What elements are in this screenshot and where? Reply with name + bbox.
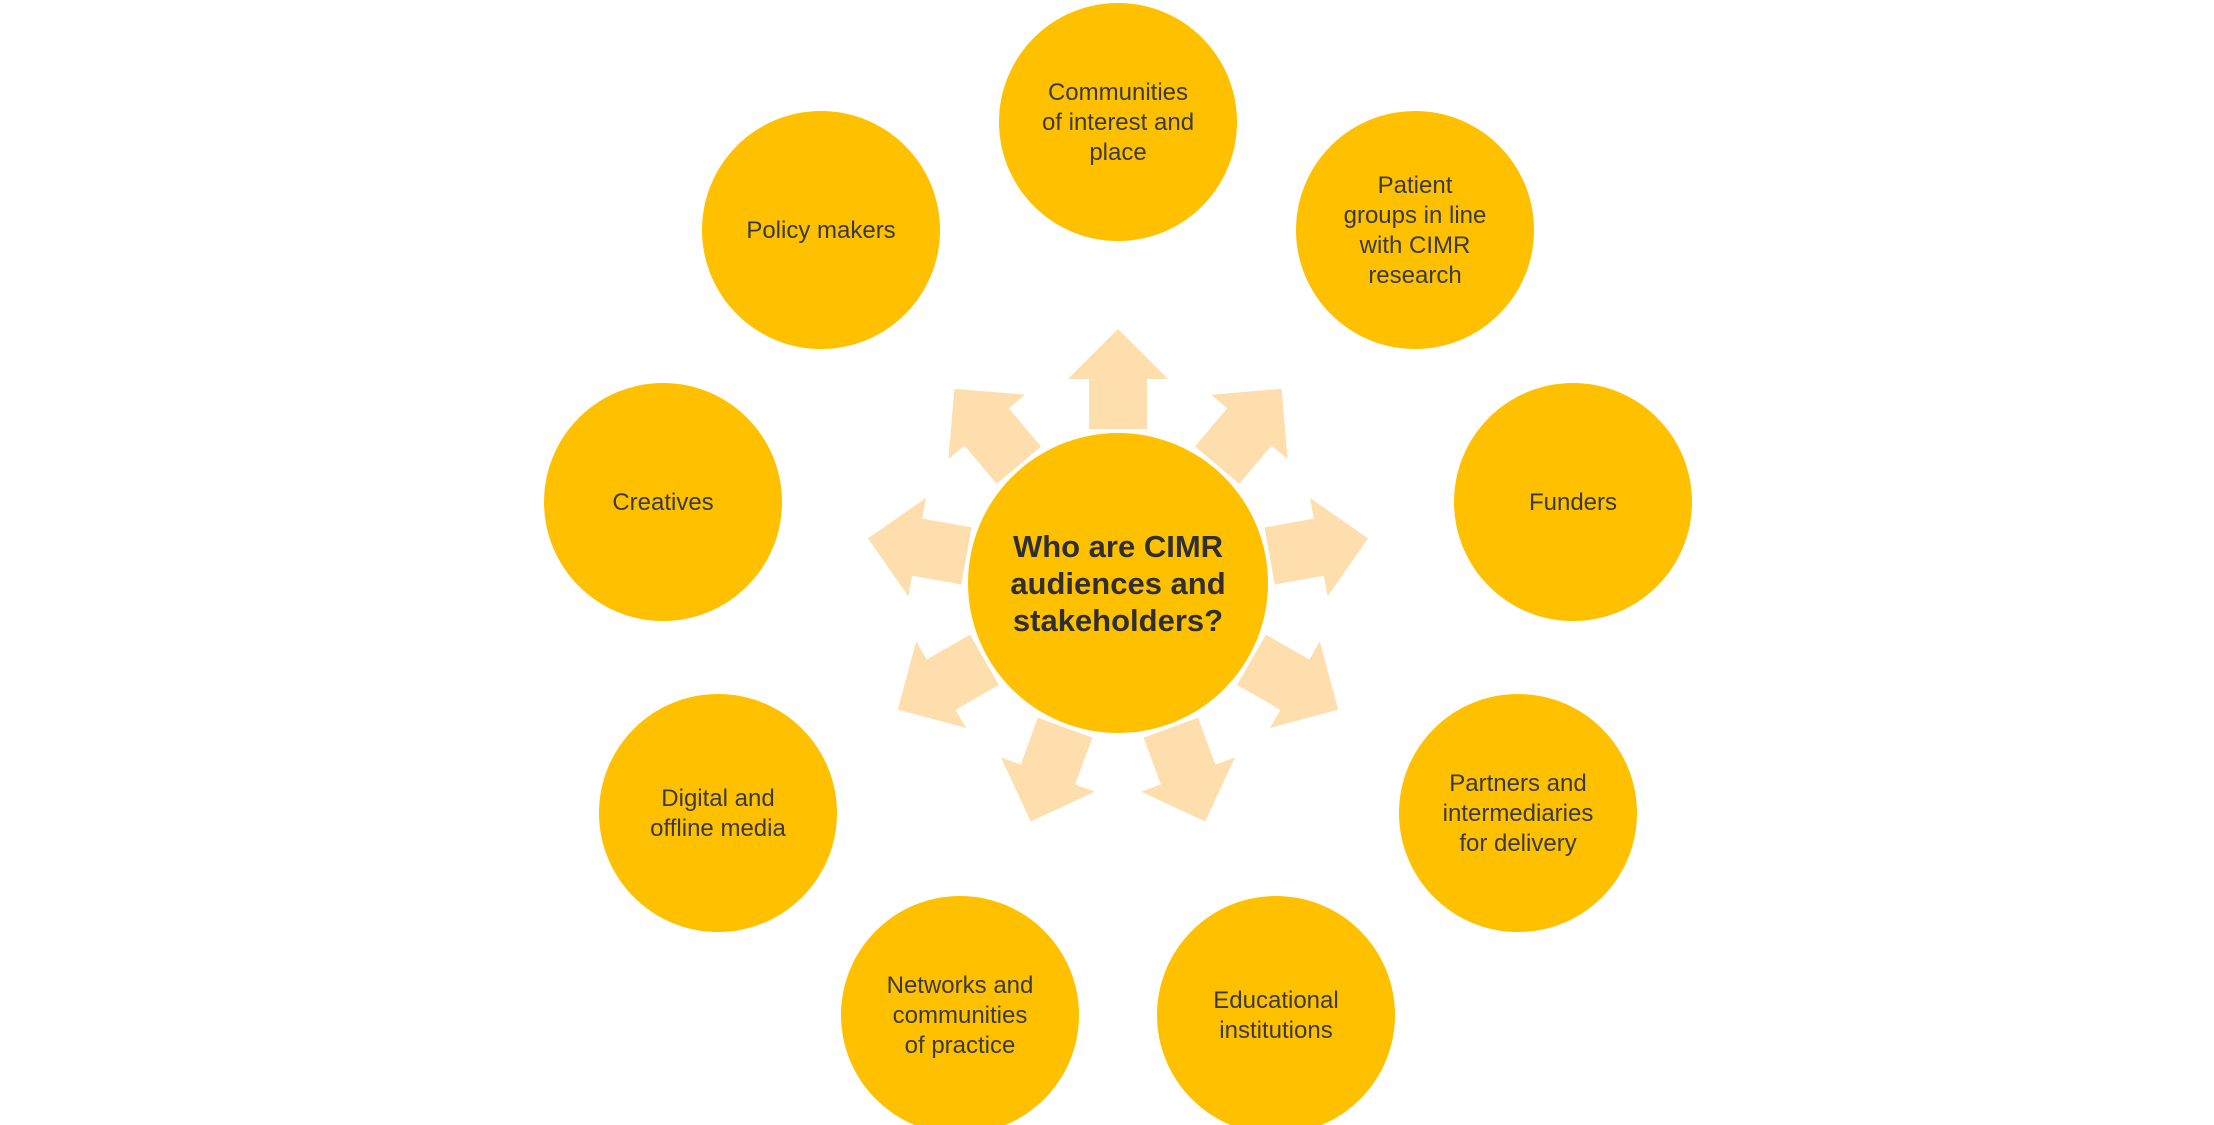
arrow-to-educational-institutions — [1141, 717, 1236, 822]
node-circle-partners-and-intermediaries — [1399, 694, 1637, 932]
node-circle-digital-and-offline-media — [599, 694, 837, 932]
node-label-line: Digital and — [661, 785, 774, 812]
center-question-line: audiences and — [1010, 566, 1225, 601]
arrows-layer — [867, 329, 1369, 822]
node-label-partners-and-intermediaries: Partners and intermediaries for delivery — [1443, 770, 1594, 857]
arrow-to-creatives — [867, 497, 972, 597]
arrow-to-communities-of-interest-and-place — [1068, 329, 1168, 429]
arrow-to-networks-and-communities — [1000, 717, 1095, 822]
node-label-line: research — [1368, 262, 1461, 289]
node-label-line: intermediaries — [1443, 800, 1594, 827]
node-circle-creatives — [544, 383, 782, 621]
node-label-line: Patient — [1378, 172, 1453, 199]
center-question-line: Who are CIMR — [1013, 529, 1223, 564]
node-label-line: with CIMR — [1359, 232, 1471, 259]
node-label-line: of practice — [905, 1032, 1016, 1059]
node-label-line: Educational — [1213, 987, 1338, 1014]
node-label-line: for delivery — [1459, 830, 1576, 857]
node-circle-networks-and-communities — [841, 896, 1079, 1125]
node-label-line: Networks and — [887, 972, 1034, 999]
node-label-line: Partners and — [1449, 770, 1586, 797]
arrow-to-partners-and-intermediaries — [1237, 634, 1339, 729]
node-circle-educational-institutions — [1157, 896, 1395, 1125]
node-label-educational-institutions: Educational institutions — [1213, 987, 1338, 1044]
node-circle-patient-groups — [1296, 111, 1534, 349]
node-label-digital-and-offline-media: Digital and offline media — [650, 785, 786, 842]
node-label-line: Communities — [1048, 79, 1188, 106]
arrow-to-digital-and-offline-media — [897, 634, 999, 729]
arrow-to-funders — [1264, 497, 1369, 597]
node-label-line: offline media — [650, 815, 786, 842]
node-circle-funders — [1454, 383, 1692, 621]
center-circle — [968, 433, 1268, 733]
node-label-line: Policy makers — [746, 217, 895, 244]
node-label-line: of interest and — [1042, 109, 1194, 136]
node-circle-communities-of-interest-and-place — [999, 3, 1237, 241]
node-label-creatives: Creatives — [612, 489, 713, 516]
node-label-line: institutions — [1219, 1017, 1332, 1044]
arrow-to-patient-groups — [1194, 388, 1288, 484]
node-label-line: place — [1089, 139, 1146, 166]
arrow-to-policy-makers — [948, 388, 1042, 484]
node-label-line: Creatives — [612, 489, 713, 516]
node-circle-policy-makers — [702, 111, 940, 349]
node-label-policy-makers: Policy makers — [746, 217, 895, 244]
node-label-funders: Funders — [1529, 489, 1617, 516]
node-label-networks-and-communities: Networks and communities of practice — [887, 972, 1034, 1059]
node-label-communities-of-interest-and-place: Communities of interest and place — [1042, 79, 1194, 166]
node-label-patient-groups: Patient groups in line with CIMR research — [1344, 172, 1487, 289]
node-label-line: communities — [893, 1002, 1028, 1029]
node-label-line: groups in line — [1344, 202, 1487, 229]
node-label-line: Funders — [1529, 489, 1617, 516]
center-question-line: stakeholders? — [1013, 603, 1223, 638]
